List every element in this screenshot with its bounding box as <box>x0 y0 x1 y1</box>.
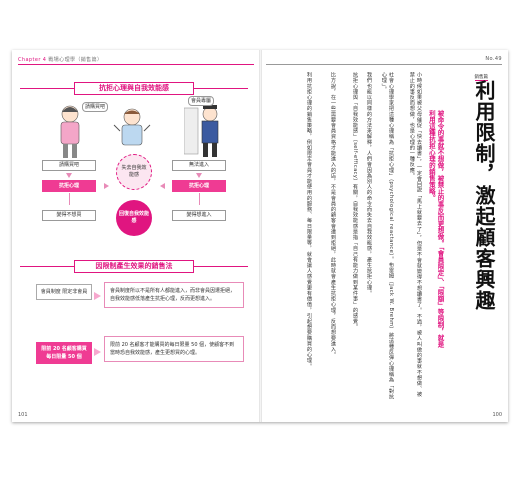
arrow-left-icon <box>160 183 165 189</box>
folio-left: 101 <box>18 412 28 418</box>
body-paragraph: 比方說，在一些需要會員資格才能進入的店，不是會員的顧客會遭到拒絕，此時就會產生抗… <box>330 72 336 358</box>
chapter-title: 戰場心理學（銷售篇） <box>48 57 103 63</box>
label-dont-want-buy: 變得不想買 <box>42 210 96 221</box>
section-heading-resistance: 抗拒心理與自我效能感 <box>20 82 248 95</box>
section-heading-limits: 因限制產生效果的銷售法 <box>20 260 248 273</box>
row-label-membership: 會員制度 限定非會員 <box>36 284 92 300</box>
customer-illustration-center <box>112 105 152 159</box>
arrow-down-icon <box>196 173 202 178</box>
flow-line <box>69 193 70 205</box>
row-label-limited-quantity: 限前 20 名顧客購買 每日限量 50 個 <box>36 342 92 364</box>
body-paragraph: 小時候如果被父母催促「快去讀書」，一定會回說「馬上就要去了」，但是不會就變得不想… <box>408 72 422 398</box>
body-paragraph: 社會心理學家把這種心理稱為「抗拒心理」（psychological reacta… <box>380 72 394 400</box>
body-paragraph: 抗拒心理與「自我效能感」（self-efficacy）有關，自我效能感是指「自己… <box>352 72 358 330</box>
label-please-buy: 請購買吧 <box>42 160 96 171</box>
row-text-membership: 會員制度所以不是所有人都能進入，而非會員因遭拒絕，自我效能感低落產生抗拒心理，反… <box>104 282 244 308</box>
lose-self-efficacy-circle: 失去自我效能感 <box>116 154 152 190</box>
arrow-right-icon <box>94 348 101 356</box>
flow-line <box>199 193 200 205</box>
body-paragraph-highlight: 利用抗拒心理的銷售策略，例如限定會員才能使用的服務、每日限量等，就會讓人感覺更有… <box>306 72 312 369</box>
folio-right: 100 <box>492 412 502 418</box>
label-want-enter: 變得想進入 <box>172 210 226 221</box>
chapter-label: Chapter 4 <box>18 57 47 63</box>
header-rule-right <box>266 64 502 65</box>
arrow-right-icon <box>104 183 109 189</box>
page-title: 利用限制，激起顧客興趣 <box>472 80 496 311</box>
doorman-illustration <box>183 100 224 164</box>
book-spine <box>259 50 262 422</box>
speech-bubble-members: 會員專屬 <box>188 96 214 106</box>
resistance-box-right: 抗拒心理 <box>172 180 226 192</box>
body-paragraph: 我們也能以同樣的方法來解釋，人們會因為別人的命令而失去自我效能感，產生抗拒心理。 <box>366 72 372 296</box>
salesperson-illustration <box>52 102 88 164</box>
speech-bubble-buy: 請購買吧 <box>82 102 108 112</box>
arrow-right-icon <box>94 292 101 300</box>
resistance-box-left: 抗拒心理 <box>42 180 96 192</box>
page-subtitle: 被命令的事就不想做，被禁止的事反而更想做。「會員限定」、「限額」等限制，就是利用… <box>427 110 444 348</box>
row-text-limited-quantity: 限前 20 名顧客才能購買的每日限量 50 個，使顧客不到當時恐自我效能感，產生… <box>104 336 244 362</box>
page-number-label: No.49 <box>485 56 502 62</box>
label-cannot-enter: 無法進入 <box>172 160 226 171</box>
header-rule-left <box>18 64 254 65</box>
running-head-left: Chapter 4 戰場心理學（銷售篇） <box>18 56 102 63</box>
book-spread: Chapter 4 戰場心理學（銷售篇） 抗拒心理與自我效能感 請購買吧 <box>12 50 508 422</box>
regain-self-efficacy-circle: 回復自我效能感 <box>116 200 152 236</box>
arrow-down-icon <box>66 173 72 178</box>
category-tag: 銷售篇 <box>474 75 488 81</box>
